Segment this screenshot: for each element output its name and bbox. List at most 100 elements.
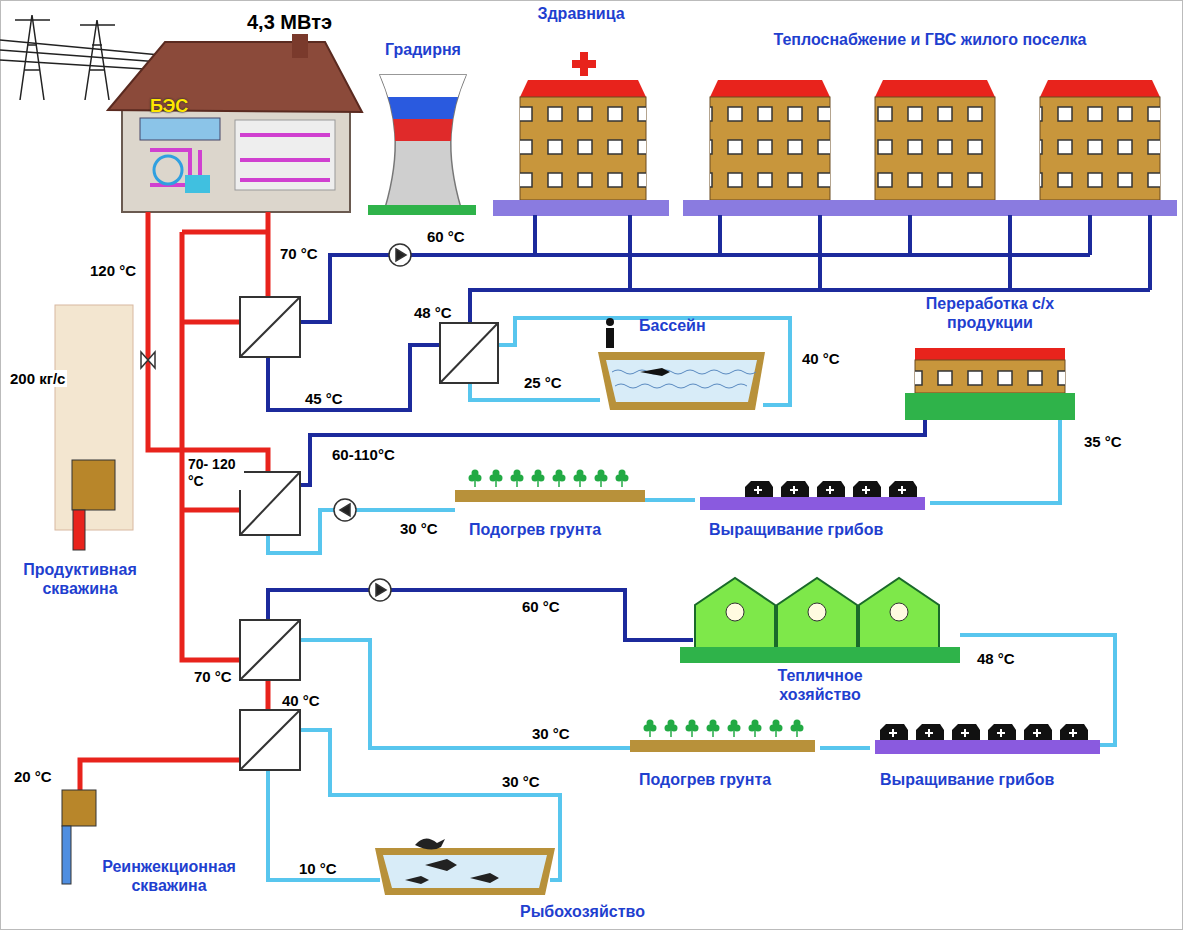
- illustration-part: [875, 97, 995, 200]
- illustration-part: [862, 486, 870, 494]
- node-box: Тепличное хозяйство: [680, 570, 960, 712]
- illustration-part: [493, 200, 669, 216]
- illustration-part: [898, 486, 906, 494]
- node-label: Переработка с/х продукции: [910, 294, 1070, 332]
- illustration-part: [370, 75, 480, 97]
- node-label: Бассейн: [639, 316, 706, 335]
- temperature-label: 30 °C: [500, 773, 542, 790]
- illustration-part: [240, 710, 300, 770]
- illustration-part: [880, 724, 908, 740]
- illustration-part: [80, 760, 240, 790]
- illustration-part: [572, 60, 596, 68]
- illustration-part: [0, 40, 160, 70]
- power-rating: 4,3 МВтэ: [245, 10, 334, 34]
- illustration-part: [370, 119, 480, 141]
- temperature-label: 70 °C: [278, 245, 320, 262]
- illustration-part: [73, 510, 85, 550]
- greenhouse: [680, 578, 960, 663]
- illustration-part: [621, 480, 623, 487]
- illustration-part: [266, 212, 271, 297]
- illustration-part: [300, 420, 925, 485]
- temperature-label: 70 °C: [192, 668, 234, 685]
- illustration-part: [606, 318, 614, 326]
- illustration-part: [240, 297, 300, 357]
- node-box: БЭС: [110, 40, 360, 215]
- illustration-part: [875, 97, 995, 200]
- node-label: Рыбохозяйство: [520, 902, 645, 921]
- illustration-part: [1040, 80, 1160, 97]
- illustration-part: [240, 472, 300, 535]
- illustration-part: [890, 603, 908, 621]
- illustration-part: [558, 480, 560, 487]
- illustration-part: [556, 470, 563, 477]
- mushroom-shelf: [700, 497, 925, 510]
- illustration-part: [817, 481, 845, 497]
- illustration-part: [752, 720, 759, 727]
- illustration-part: [726, 603, 744, 621]
- node-label: Градирня: [368, 40, 478, 59]
- power-station: [108, 28, 362, 212]
- illustration-part: [15, 15, 50, 100]
- illustration-part: [670, 730, 672, 737]
- soil-strip: [630, 740, 815, 752]
- illustration-part: [952, 724, 980, 740]
- illustration-part: [775, 730, 777, 737]
- illustration-part: [440, 323, 498, 383]
- illustration-part: [62, 826, 71, 884]
- illustration-part: [598, 470, 605, 477]
- illustration-part: [520, 80, 646, 97]
- illustration-part: [108, 42, 362, 112]
- illustration-part: [368, 205, 476, 215]
- illustration-part: [182, 232, 240, 660]
- illustration-part: [1024, 724, 1052, 740]
- illustration-part: [356, 508, 455, 512]
- illustration-part: [731, 720, 738, 727]
- illustration-part: [340, 504, 350, 516]
- illustration-part: [62, 790, 96, 826]
- illustration-part: [808, 603, 826, 621]
- illustration-part: [154, 156, 182, 184]
- illustration-part: [514, 470, 521, 477]
- node-label: БЭС: [150, 97, 188, 116]
- illustration-part: [55, 305, 133, 530]
- illustration-part: [606, 328, 614, 348]
- processing-plant: [905, 348, 1075, 420]
- node-box: Подогрев грунта: [625, 715, 820, 795]
- illustration-part: [300, 255, 389, 322]
- illustration-part: [535, 470, 542, 477]
- illustration-part: [598, 352, 765, 410]
- node-box: Продуктивная скважина: [4, 455, 160, 602]
- illustration-part: [72, 460, 115, 510]
- illustration-part: [680, 647, 960, 663]
- illustration-part: [240, 472, 300, 535]
- illustration-part: [1069, 729, 1077, 737]
- illustration-part: [826, 486, 834, 494]
- illustration-part: [150, 135, 330, 190]
- illustration-part: [493, 470, 500, 477]
- node-label: Выращивание грибов: [880, 770, 1054, 789]
- pumps: [334, 244, 411, 601]
- illustration-part: [997, 729, 1005, 737]
- node-label: Реинжекционная скважина: [83, 857, 255, 895]
- temperature-label: 30 °C: [530, 725, 572, 742]
- node-box: Градирня: [368, 40, 482, 218]
- node-box: Теплоснабжение и ГВС жилого поселка: [683, 30, 1181, 216]
- fish-pool: [375, 838, 555, 895]
- illustration-part: [606, 360, 757, 402]
- pipe-connector: [960, 635, 1115, 745]
- illustration-part: [710, 720, 717, 727]
- illustration-part: [405, 859, 499, 884]
- node-box: Выращивание грибов: [870, 715, 1100, 795]
- illustration-part: [781, 481, 809, 497]
- temperature-label: 40 °C: [280, 692, 322, 709]
- temperature-label: 30 °C: [398, 520, 440, 537]
- illustration-part: [875, 80, 995, 97]
- node-box: Подогрев грунта: [455, 465, 645, 545]
- buildings: [493, 52, 1177, 216]
- illustration-part: [733, 730, 735, 737]
- illustration-part: [1040, 97, 1160, 200]
- illustration-part: [683, 200, 1177, 216]
- pipe-connector: [645, 500, 695, 501]
- illustration-part: [668, 720, 675, 727]
- illustration-part: [396, 249, 406, 261]
